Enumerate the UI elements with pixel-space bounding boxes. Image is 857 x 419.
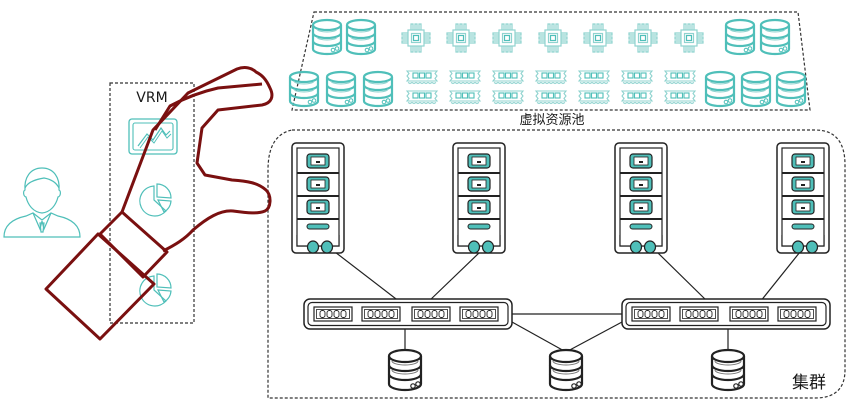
- storage-disk-icon: [704, 70, 736, 108]
- shared-storage-3-icon: [710, 348, 746, 392]
- cpu-chip-icon: [401, 23, 431, 53]
- monitor-chart-icon: [128, 118, 178, 155]
- vrm-label: VRM: [136, 90, 167, 106]
- link-server1-switch1: [334, 251, 401, 303]
- virtual-resource-pool: 虚拟资源池: [288, 11, 811, 128]
- link-server4-switch2: [759, 251, 801, 303]
- vrm-panel: VRM: [109, 82, 195, 324]
- cpu-chip-icon: [583, 23, 613, 53]
- memory-stick-icon: [664, 70, 696, 85]
- cpu-chip-icon: [674, 23, 704, 53]
- resource-pool-border: [291, 11, 811, 111]
- link-switch2-storage2: [565, 321, 623, 353]
- cpu-chip-icon: [628, 23, 658, 53]
- storage-disk-icon: [345, 18, 377, 56]
- server-4-icon: [776, 142, 830, 254]
- server-1-icon: [291, 142, 345, 254]
- storage-disk-icon: [775, 70, 807, 108]
- network-switch-2-icon: [622, 299, 830, 329]
- server-3-icon: [614, 142, 668, 254]
- storage-disk-icon: [724, 18, 756, 56]
- vrm-panel-border: [109, 82, 195, 324]
- storage-disk-icon: [740, 70, 772, 108]
- cpu-chip-icon: [446, 23, 476, 53]
- network-links: [334, 251, 801, 353]
- storage-disk-icon: [362, 70, 394, 108]
- memory-stick-icon: [621, 70, 653, 85]
- cluster: 集群: [267, 129, 846, 399]
- storage-disk-icon: [325, 70, 357, 108]
- memory-stick-icon: [449, 70, 481, 85]
- memory-stick-icon: [449, 90, 481, 105]
- memory-stick-icon: [492, 90, 524, 105]
- user-person-icon: [3, 167, 81, 238]
- cluster-border: [267, 129, 846, 399]
- memory-stick-icon: [621, 90, 653, 105]
- pie-chart-icon: [139, 183, 172, 217]
- memory-stick-icon: [406, 90, 438, 105]
- link-server2-switch1: [427, 251, 481, 303]
- link-switch1-storage2: [511, 321, 567, 353]
- shared-storage-2-icon: [548, 348, 584, 392]
- link-server3-switch2: [656, 251, 709, 303]
- cpu-chip-icon: [538, 23, 568, 53]
- memory-stick-icon: [535, 70, 567, 85]
- cpu-chip-icon: [492, 23, 522, 53]
- memory-stick-icon: [535, 90, 567, 105]
- memory-stick-icon: [578, 90, 610, 105]
- memory-stick-icon: [578, 70, 610, 85]
- cluster-label: 集群: [792, 373, 826, 393]
- storage-disk-icon: [759, 18, 791, 56]
- storage-disk-icon: [311, 18, 343, 56]
- memory-modules: [406, 70, 696, 105]
- memory-stick-icon: [406, 70, 438, 85]
- resource-pool-label: 虚拟资源池: [519, 113, 584, 128]
- shared-storage-1-icon: [387, 348, 423, 392]
- network-switch-1-icon: [304, 299, 512, 329]
- memory-stick-icon: [492, 70, 524, 85]
- grabbing-hand-icon: [44, 66, 274, 341]
- pie-chart-icon: [139, 273, 172, 307]
- server-2-icon: [452, 142, 506, 254]
- memory-stick-icon: [664, 90, 696, 105]
